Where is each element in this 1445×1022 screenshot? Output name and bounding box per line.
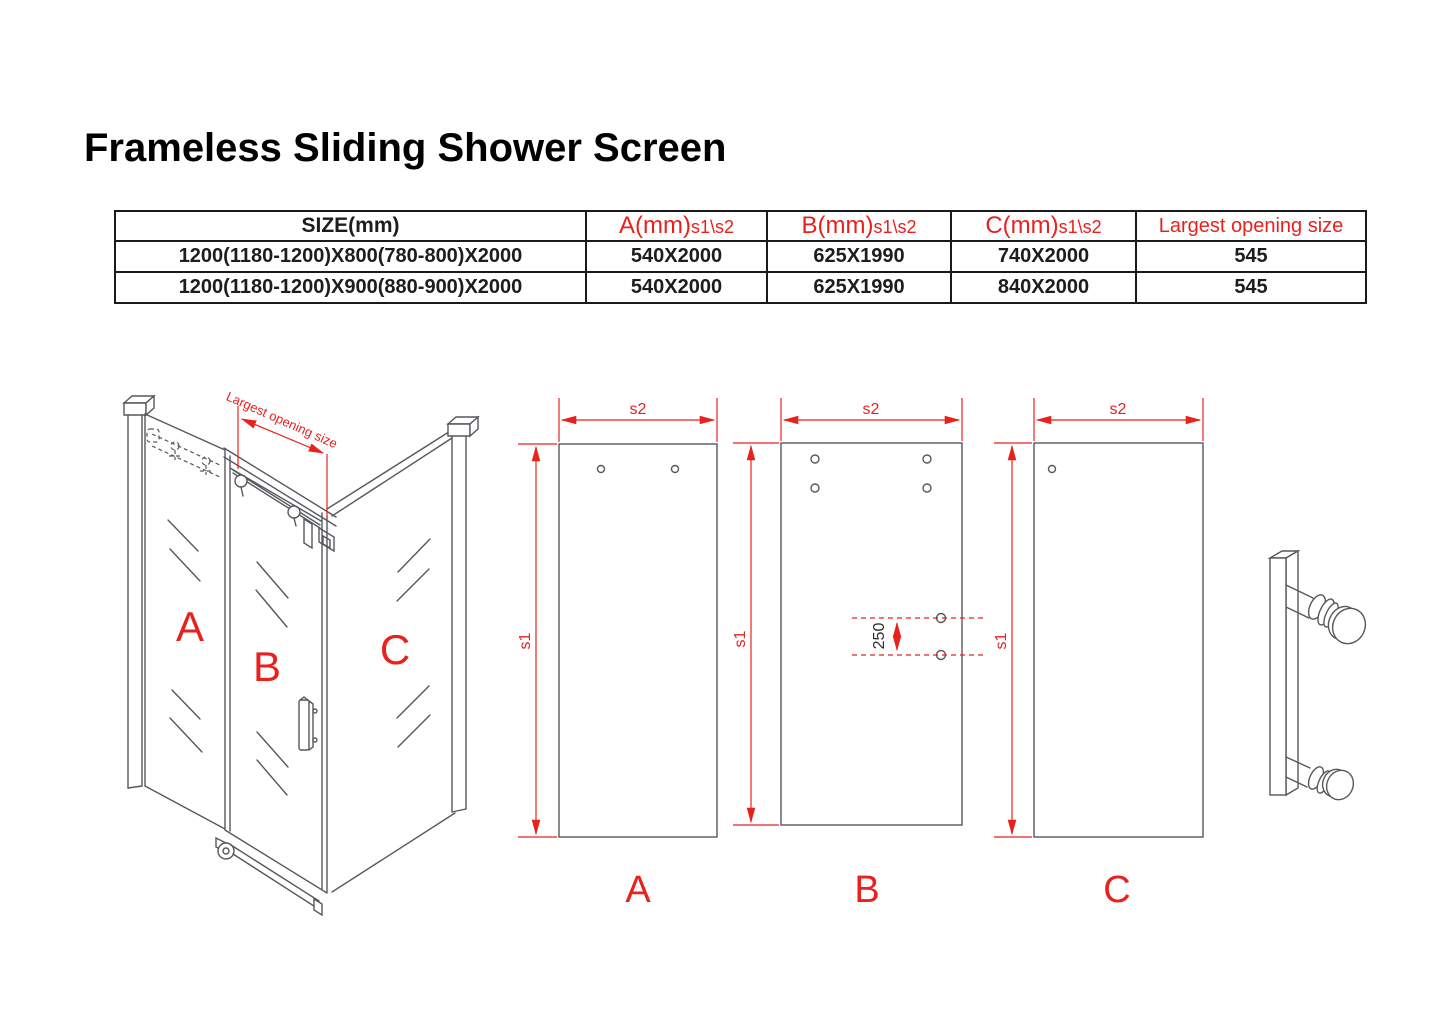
col-header-c: C(mm)s1\s2 [950,210,1137,242]
col-header-a: A(mm)s1\s2 [585,210,768,242]
isometric-enclosure-drawing: Largest opening size A B C [122,389,480,917]
flat-panel-b: 250 s2 s1 B [732,398,986,911]
cell-size: 1200(1180-1200)X900(880-900)X2000 [114,271,587,304]
size-spec-table: SIZE(mm) A(mm)s1\s2 B(mm)s1\s2 C(mm)s1\s… [114,210,1367,304]
flat-panel-a: s2 s1 A [517,398,718,911]
top-track-and-rollers [223,447,337,553]
handle-hole-spacing-label: 250 [871,623,888,650]
flat-panel-a-label: A [625,869,651,911]
col-header-b: B(mm)s1\s2 [766,210,952,242]
panel-a-s2-label: s2 [630,401,647,418]
iso-panel-c-label: C [380,626,410,673]
bottom-rail-and-guide [215,836,323,917]
panel-a-s1-label: s1 [517,632,534,649]
cell-largest: 545 [1135,240,1367,273]
col-header-largest-opening: Largest opening size [1135,210,1367,242]
iso-panel-c [326,429,456,893]
right-wall-profile [446,415,480,813]
mount-hole-icon [596,464,606,474]
panel-b-s2-label: s2 [863,401,880,418]
cell-largest: 545 [1135,271,1367,304]
iso-panel-a [144,413,226,830]
cell-a: 540X2000 [585,271,768,304]
mount-hole-icon [670,464,680,474]
page-title: Frameless Sliding Shower Screen [84,126,727,170]
flat-panel-c: s2 s1 C [993,398,1204,911]
iso-panel-b-label: B [253,643,281,690]
table-row: 1200(1180-1200)X900(880-900)X2000 540X20… [114,271,1367,304]
mount-hole-icon [922,454,932,464]
table-header-row: SIZE(mm) A(mm)s1\s2 B(mm)s1\s2 C(mm)s1\s… [114,210,1367,242]
mount-hole-icon [810,454,820,464]
hidden-track-dashed [146,428,223,479]
cell-c: 740X2000 [950,240,1137,273]
cell-a: 540X2000 [585,240,768,273]
cell-b: 625X1990 [766,271,952,304]
door-handle-icon [298,696,318,751]
cell-b: 625X1990 [766,240,952,273]
handle-upper-knob-icon [1285,584,1367,645]
iso-panel-a-label: A [176,603,204,650]
table-row: 1200(1180-1200)X800(780-800)X2000 540X20… [114,240,1367,273]
handle-detail-drawing [1267,549,1367,801]
iso-panel-b-door [224,450,328,894]
largest-opening-label: Largest opening size [224,389,340,452]
flat-panel-b-label: B [854,869,879,911]
panel-b-s1-label: s1 [732,630,749,647]
mount-hole-icon [1047,464,1057,474]
panel-c-s1-label: s1 [993,632,1010,649]
col-header-size: SIZE(mm) [114,210,587,242]
mount-hole-icon [810,483,820,493]
panel-c-s2-label: s2 [1110,401,1127,418]
cell-c: 840X2000 [950,271,1137,304]
handle-lower-knob-icon [1285,756,1355,801]
flat-panel-drawings: s2 s1 A 250 s2 s1 [517,398,1367,911]
flat-panel-c-label: C [1103,869,1130,911]
bottom-guide-wheel-icon [217,842,235,860]
mount-hole-icon [922,483,932,493]
left-wall-profile [122,394,156,789]
cell-size: 1200(1180-1200)X800(780-800)X2000 [114,240,587,273]
